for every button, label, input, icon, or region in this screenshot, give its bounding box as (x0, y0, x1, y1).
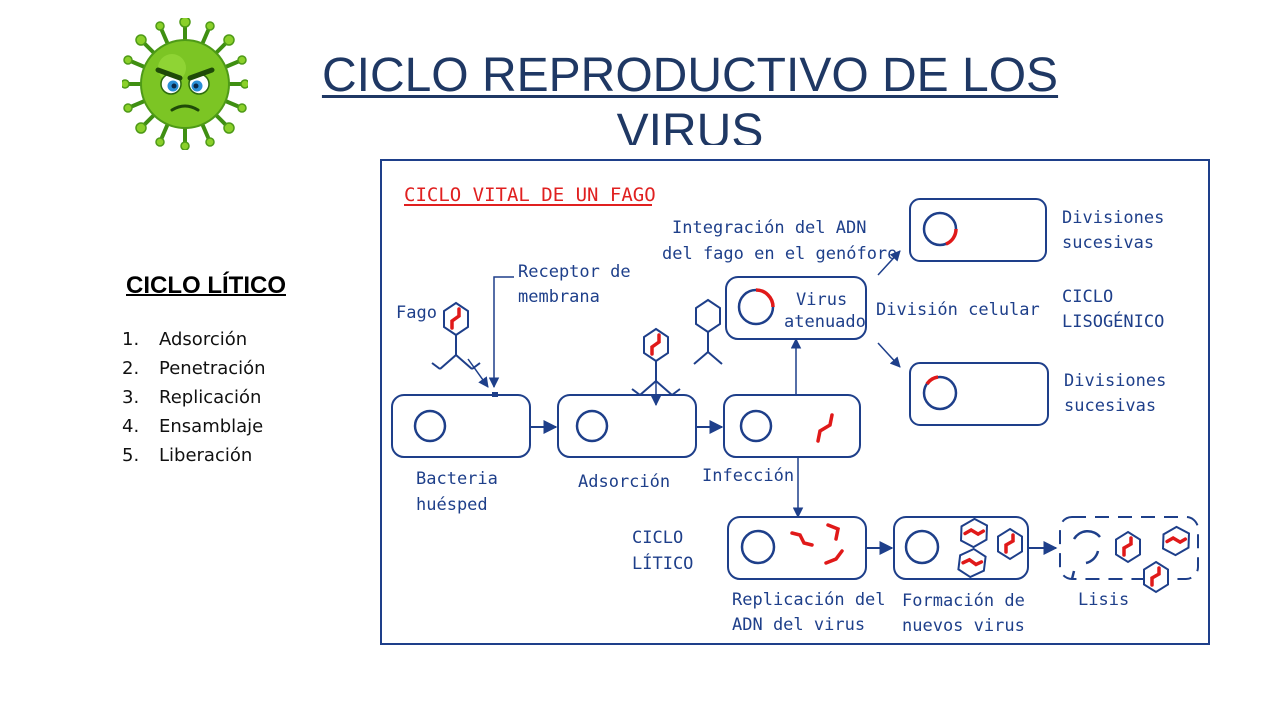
attenuated-label-2: atenuado (784, 312, 866, 332)
released-virus-icon (1142, 560, 1170, 594)
lysis-label: Lisis (1078, 590, 1129, 610)
division-bacterium-bottom (909, 362, 1049, 426)
divisions-bottom-label-2: sucesivas (1064, 396, 1156, 416)
list-item: 4.Ensamblaje (122, 416, 264, 437)
adsorption-label: Adsorción (578, 472, 670, 492)
integration-label-2: del fago en el genóforo (662, 244, 897, 264)
infected-bacterium (723, 394, 861, 458)
released-virus-icon (1114, 530, 1142, 564)
lytic-cycle-heading: CICLO LÍTICO (126, 272, 286, 299)
list-item: 1.Adsorción (122, 329, 248, 350)
lysogenic-label-2: LISOGÉNICO (1062, 310, 1164, 332)
replication-bacterium (727, 516, 867, 580)
page-title-area: CICLO REPRODUCTIVO DE LOS VIRUS (260, 48, 1120, 145)
list-item: 5.Liberación (122, 445, 253, 466)
integration-label-1: Integración del ADN (672, 218, 866, 238)
empty-phage-icon (693, 298, 723, 365)
list-item: 3.Replicación (122, 387, 262, 408)
receptor-label-1: Receptor de (518, 262, 631, 282)
infection-label: Infección (702, 466, 794, 486)
lytic-steps-list: 1.Adsorción 2.Penetración 3.Replicación … (122, 325, 266, 470)
division-bacterium-top (909, 198, 1047, 262)
divisions-top-label-2: sucesivas (1062, 233, 1154, 253)
green-virus-icon (122, 18, 248, 150)
list-item: 2.Penetración (122, 358, 266, 379)
phage-cycle-diagram: CICLO VITAL DE UN FAGO Fago Receptor de … (380, 159, 1210, 645)
assembly-label-2: nuevos virus (902, 616, 1025, 636)
new-virus-icon (996, 527, 1024, 561)
host-label-1: Bacteria (416, 469, 498, 489)
replication-label-1: Replicación del (732, 590, 886, 610)
lytic-label-2: LÍTICO (632, 552, 693, 574)
membrane-receptor (492, 392, 498, 397)
diagram-heading: CICLO VITAL DE UN FAGO (404, 184, 656, 206)
receptor-label-2: membrana (518, 287, 600, 307)
host-label-2: huésped (416, 495, 488, 515)
attenuated-label-1: Virus (796, 290, 847, 310)
cell-division-label: División celular (876, 300, 1040, 320)
replication-label-2: ADN del virus (732, 615, 865, 635)
divisions-bottom-label-1: Divisiones (1064, 371, 1166, 391)
phage-label: Fago (396, 303, 437, 323)
adsorption-bacterium (557, 394, 697, 458)
lytic-label-1: CICLO (632, 528, 683, 548)
page-title: CICLO REPRODUCTIVO DE LOS VIRUS (321, 49, 1059, 145)
host-bacterium (391, 394, 531, 458)
divisions-top-label-1: Divisiones (1062, 208, 1164, 228)
lysogenic-label-1: CICLO (1062, 287, 1113, 307)
assembly-label-1: Formación de (902, 591, 1025, 611)
